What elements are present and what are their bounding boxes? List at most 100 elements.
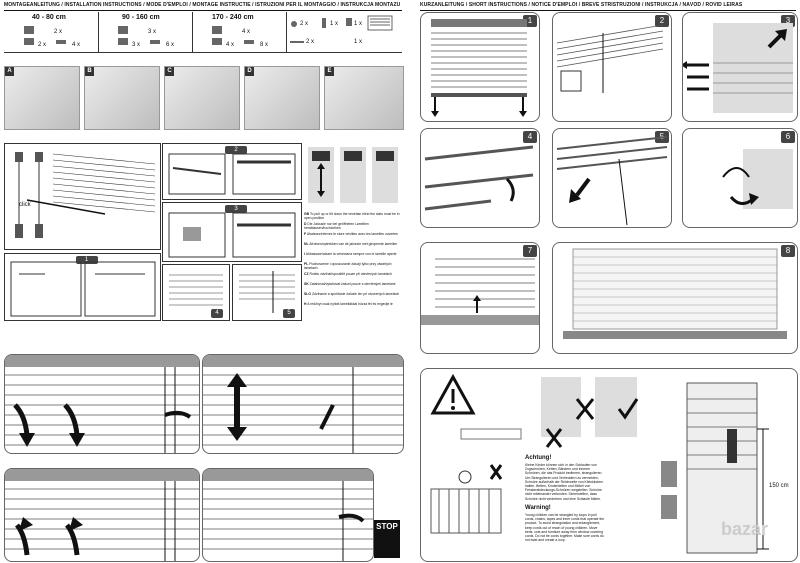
note-nl: NL Afrolsen/optrekken van de jaloezie me… [304, 242, 398, 246]
headrail-diagram [168, 153, 296, 195]
qty-screw: 6 x [166, 42, 175, 48]
tag-b: B [85, 67, 94, 76]
qty-d: 2 x [306, 39, 315, 45]
qty-bracket: 3 x [148, 29, 157, 35]
install-step-2: 2 [162, 143, 302, 200]
cut-cord-diagram [556, 136, 668, 226]
warning-text: Young children can be strangled by loops… [525, 513, 605, 543]
qty-clip: 4 x [226, 42, 235, 48]
quick-step-2: 2 [552, 12, 672, 122]
step-number-2: 2 [225, 146, 247, 154]
photo-c: C [164, 66, 240, 130]
photo-b: B [84, 66, 160, 130]
note-cz: CZ Roletu zdvíhat/spouštět pouze při ote… [304, 272, 392, 276]
qty-screw: 4 x [72, 42, 81, 48]
install-step-4: 4 [162, 264, 230, 321]
quick-step-5: 5 [552, 128, 672, 228]
quick-step-6: 6 [682, 128, 798, 228]
cord-diagram [239, 271, 295, 313]
install-step-1: 1 [4, 253, 161, 321]
height-label: 150 cm [769, 483, 789, 489]
click-label: click [19, 202, 31, 208]
achtung-title: Achtung! [525, 455, 552, 461]
note-slo: SLO Zdvíhanie a spúšťanie žalúzie len pr… [304, 292, 400, 296]
window-frame-diagram [10, 261, 156, 317]
tilt-illustration [304, 143, 402, 209]
size-range-1: 40 - 80 cm [32, 14, 66, 21]
tag-d: D [245, 67, 254, 76]
qty-c: 1 x [354, 21, 363, 27]
warning-title: Warning! [525, 505, 551, 511]
install-step-5: 5 [232, 264, 302, 321]
bracket-icon [212, 26, 254, 45]
left-header: MONTAGEANLEITUNG / INSTALLATION INSTRUCT… [4, 2, 402, 11]
accessory-icon [290, 15, 393, 43]
blind-diagram [15, 152, 156, 238]
qty-clip: 2 x [38, 42, 47, 48]
tag-a: A [5, 67, 14, 76]
qty-bracket: 4 x [242, 29, 251, 35]
note-f: F Abaissez/relevez le store vénitien ave… [304, 232, 398, 236]
raise-lower-diagram [203, 355, 403, 453]
step-number-5: 5 [283, 309, 295, 318]
mount-diagram [168, 212, 296, 258]
qty-bracket: 2 x [54, 29, 63, 35]
finished-blind-diagram [563, 248, 787, 339]
size-group-2: 90 - 160 cm 3 x 3 x 6 x [98, 12, 193, 52]
photo-e: E [324, 66, 404, 130]
operate-raise-panel [202, 354, 404, 454]
note-pl: PL Podnoszenie i opuszczanie żaluzji tyl… [304, 262, 392, 271]
quick-step-number-6: 6 [781, 131, 795, 143]
note-d: D Die Jalousie nur bei geöffneten Lamell… [304, 222, 369, 231]
note-sk: SK Zatahovat/vytahovat žaluzii pouze s o… [304, 282, 396, 286]
note-h: H A redőnyt csak nyitott lamellákkal húz… [304, 302, 393, 306]
note-i: I Abbassare/alzare la veneziana sempre c… [304, 252, 397, 256]
size-range-3: 170 - 240 cm [212, 14, 254, 21]
language-notes: GB To pull up or tilt down the venetian … [304, 212, 402, 322]
blind-closed-diagram [431, 19, 527, 117]
qty-screw: 8 x [260, 42, 269, 48]
tilt-arrows [308, 147, 398, 203]
step-number-4: 4 [211, 309, 223, 318]
quick-step-8: 8 [552, 242, 798, 354]
install-overview: click [4, 143, 161, 250]
tag-c: C [165, 67, 174, 76]
size-group-1: 40 - 80 cm 2 x 2 x 4 x [4, 12, 99, 52]
tag-e: E [325, 67, 334, 76]
watermark-logo: bazar [721, 519, 769, 539]
quick-step-7: 7 [420, 242, 540, 354]
quick-step-3: 3 [682, 12, 798, 122]
slats-diagram [169, 274, 223, 306]
slat-hook-diagram [424, 145, 534, 211]
qty-b: 1 x [330, 21, 339, 27]
size-group-3: 170 - 240 cm 4 x 4 x 8 x [192, 12, 287, 52]
quick-step-number-2: 2 [655, 15, 669, 27]
right-header: KURZANLEITUNG / SHORT INSTRUCTIONS / NOT… [420, 2, 796, 11]
quick-step-1: 1 [420, 12, 540, 122]
operate-lock-panel [202, 468, 374, 562]
photo-d: D [244, 66, 320, 130]
operate-close-panel [4, 468, 200, 562]
operate-tilt-panel [4, 354, 200, 454]
extra-parts: 2 x 1 x 1 x 2 x 1 x [286, 12, 402, 52]
quick-step-4: 4 [420, 128, 540, 228]
qty-clip: 3 x [132, 42, 141, 48]
tilt-open-diagram [5, 355, 199, 453]
warning-diagram [430, 373, 769, 554]
size-range-2: 90 - 160 cm [122, 14, 160, 21]
note-gb: GB To pull up or tilt down the venetian … [304, 212, 400, 221]
bracket-icon [118, 26, 160, 45]
quick-step-number-4: 4 [523, 131, 537, 143]
stop-sign: STOP [374, 520, 400, 558]
headrail-pack-diagram [556, 24, 664, 93]
qty-a: 2 x [300, 21, 309, 27]
qty-e: 1 x [354, 39, 363, 45]
step-number-3: 3 [225, 205, 247, 213]
step-number-1: 1 [75, 256, 98, 264]
quick-step-number-7: 7 [523, 245, 537, 257]
photo-a: A [4, 66, 80, 130]
quick-step-number-8: 8 [781, 245, 795, 257]
bracket-insert-diagram [683, 23, 793, 113]
knot-diagram [722, 149, 793, 209]
tilt-close-diagram [5, 469, 199, 561]
